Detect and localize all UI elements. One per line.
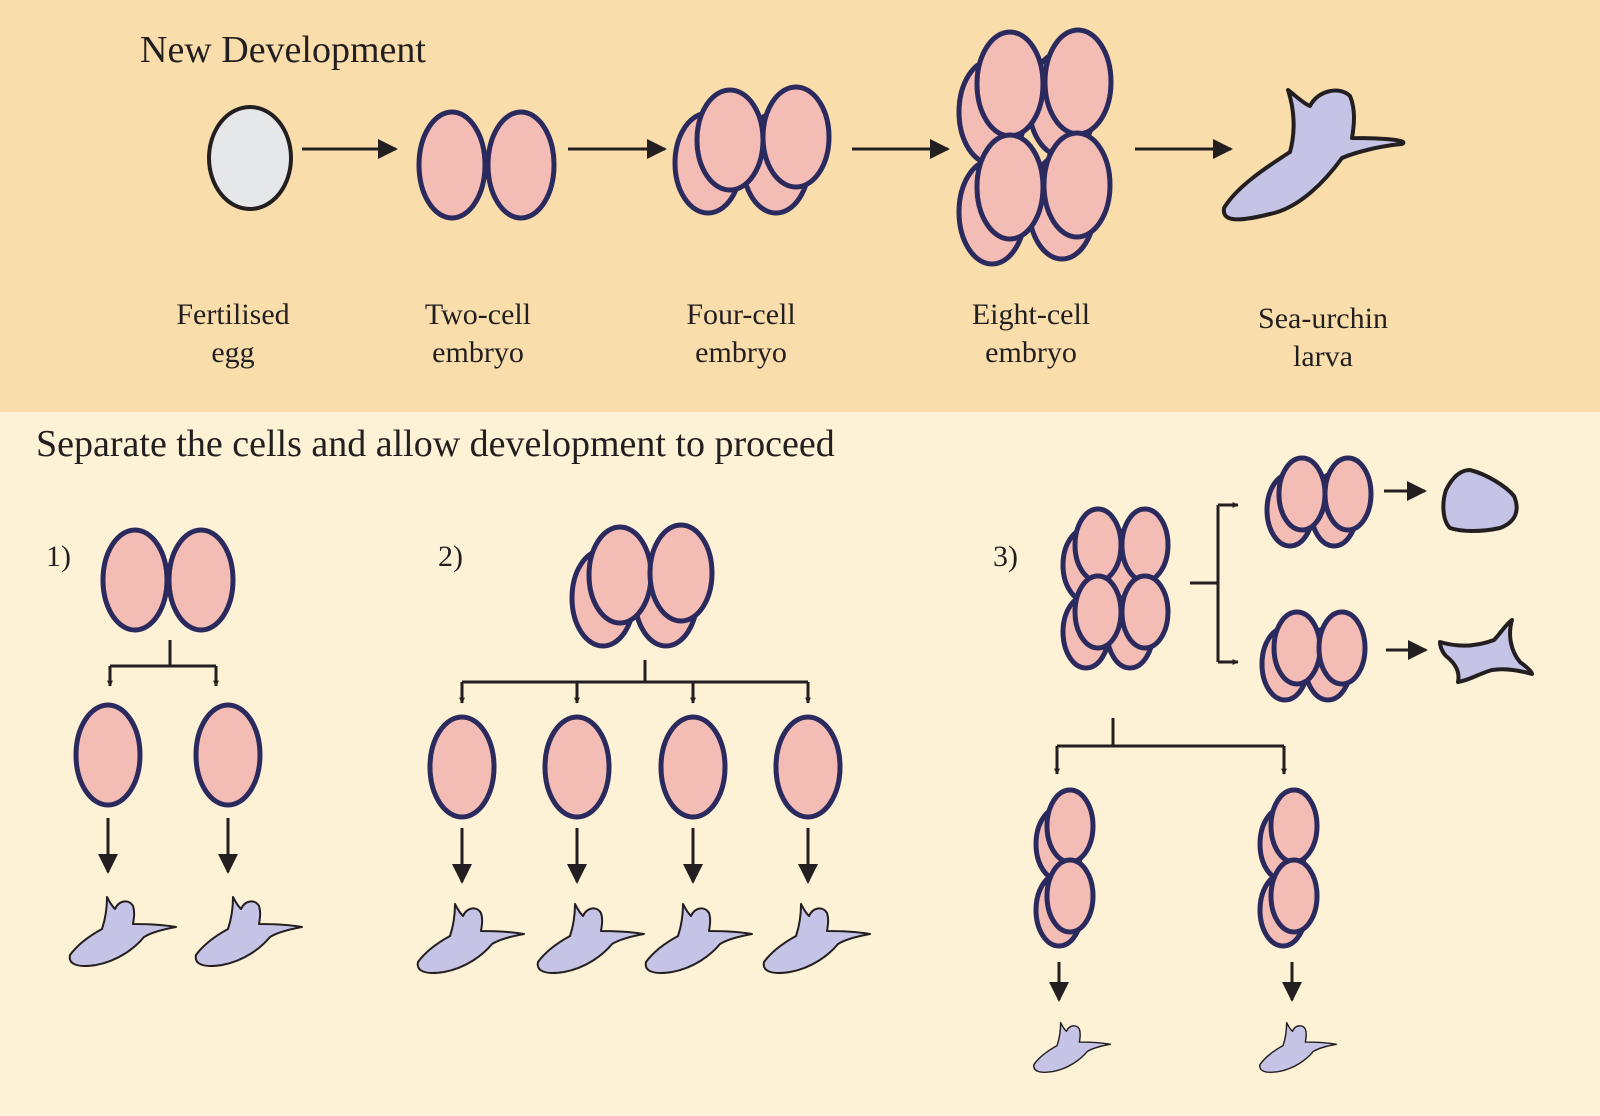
stage-two-cell-embryo <box>416 109 557 221</box>
embryo-cell <box>647 522 715 624</box>
label-line: embryo <box>432 336 524 369</box>
embryo-cell <box>1044 857 1096 935</box>
stage-label-fertilised-egg: Fertilised egg <box>176 298 289 369</box>
isolated-cell <box>773 714 843 820</box>
label-line: Two-cell <box>425 298 531 331</box>
isolated-cell <box>193 702 263 808</box>
label-line: Four-cell <box>686 298 795 331</box>
stage-label-two-cell: Two-cell embryo <box>425 298 531 369</box>
label-line: embryo <box>695 336 787 369</box>
embryo-cell <box>586 524 654 626</box>
label-line: larva <box>1293 340 1353 373</box>
experiment-3-label: 3) <box>993 540 1018 573</box>
embryo-cell <box>1271 609 1323 687</box>
embryo-cell <box>1072 506 1124 584</box>
larva-body <box>1221 88 1406 222</box>
embryo-cell <box>760 84 832 190</box>
stage-fertilised-egg <box>207 105 293 211</box>
experiment-1-label: 1) <box>46 540 71 573</box>
label-line: embryo <box>985 336 1077 369</box>
abnormal-ball-larva <box>1441 468 1519 533</box>
isolated-cell <box>427 714 497 820</box>
isolated-cell <box>73 702 143 808</box>
experiment-2-label: 2) <box>438 540 463 573</box>
isolated-cell <box>658 714 728 820</box>
stage-eight-cell-embryo <box>956 27 1114 267</box>
embryo-cell <box>1042 27 1114 137</box>
stage-four-cell-embryo <box>672 84 832 216</box>
embryo-cell <box>1322 455 1374 533</box>
stage-label-eight-cell: Eight-cell embryo <box>972 298 1090 369</box>
top-title: New Development <box>140 29 426 71</box>
experiment-1 <box>68 527 303 967</box>
embryo-cell <box>166 527 236 633</box>
bottom-title: Separate the cells and allow development… <box>36 423 835 465</box>
label-line: Fertilised <box>176 298 289 331</box>
experiment-2 <box>416 522 871 974</box>
abnormal-spiky-larva <box>1438 618 1534 684</box>
stage-label-larva: Sea-urchin larva <box>1258 302 1388 373</box>
stage-sea-urchin-larva <box>1221 88 1406 222</box>
embryo-cell <box>1119 573 1171 651</box>
embryo-cell <box>1268 787 1320 865</box>
embryo-cell <box>1044 787 1096 865</box>
embryo-cell <box>1041 130 1113 240</box>
egg-cell <box>207 105 293 211</box>
embryo-cell <box>1268 857 1320 935</box>
label-line: Sea-urchin <box>1258 302 1388 335</box>
experiment-3 <box>1033 455 1534 1074</box>
embryo-cell <box>974 29 1046 139</box>
embryo-cell <box>485 109 557 221</box>
embryo-cell <box>1072 573 1124 651</box>
embryo-cell <box>694 87 766 193</box>
stage-label-four-cell: Four-cell embryo <box>686 298 795 369</box>
embryo-cell <box>1316 609 1368 687</box>
isolated-cell <box>542 714 612 820</box>
embryo-cell <box>1119 506 1171 584</box>
embryo-cell <box>1276 455 1328 533</box>
label-line: egg <box>211 336 254 369</box>
embryo-cell <box>974 132 1046 242</box>
embryo-cell <box>100 527 170 633</box>
label-line: Eight-cell <box>972 298 1090 331</box>
embryo-cell <box>416 109 488 221</box>
